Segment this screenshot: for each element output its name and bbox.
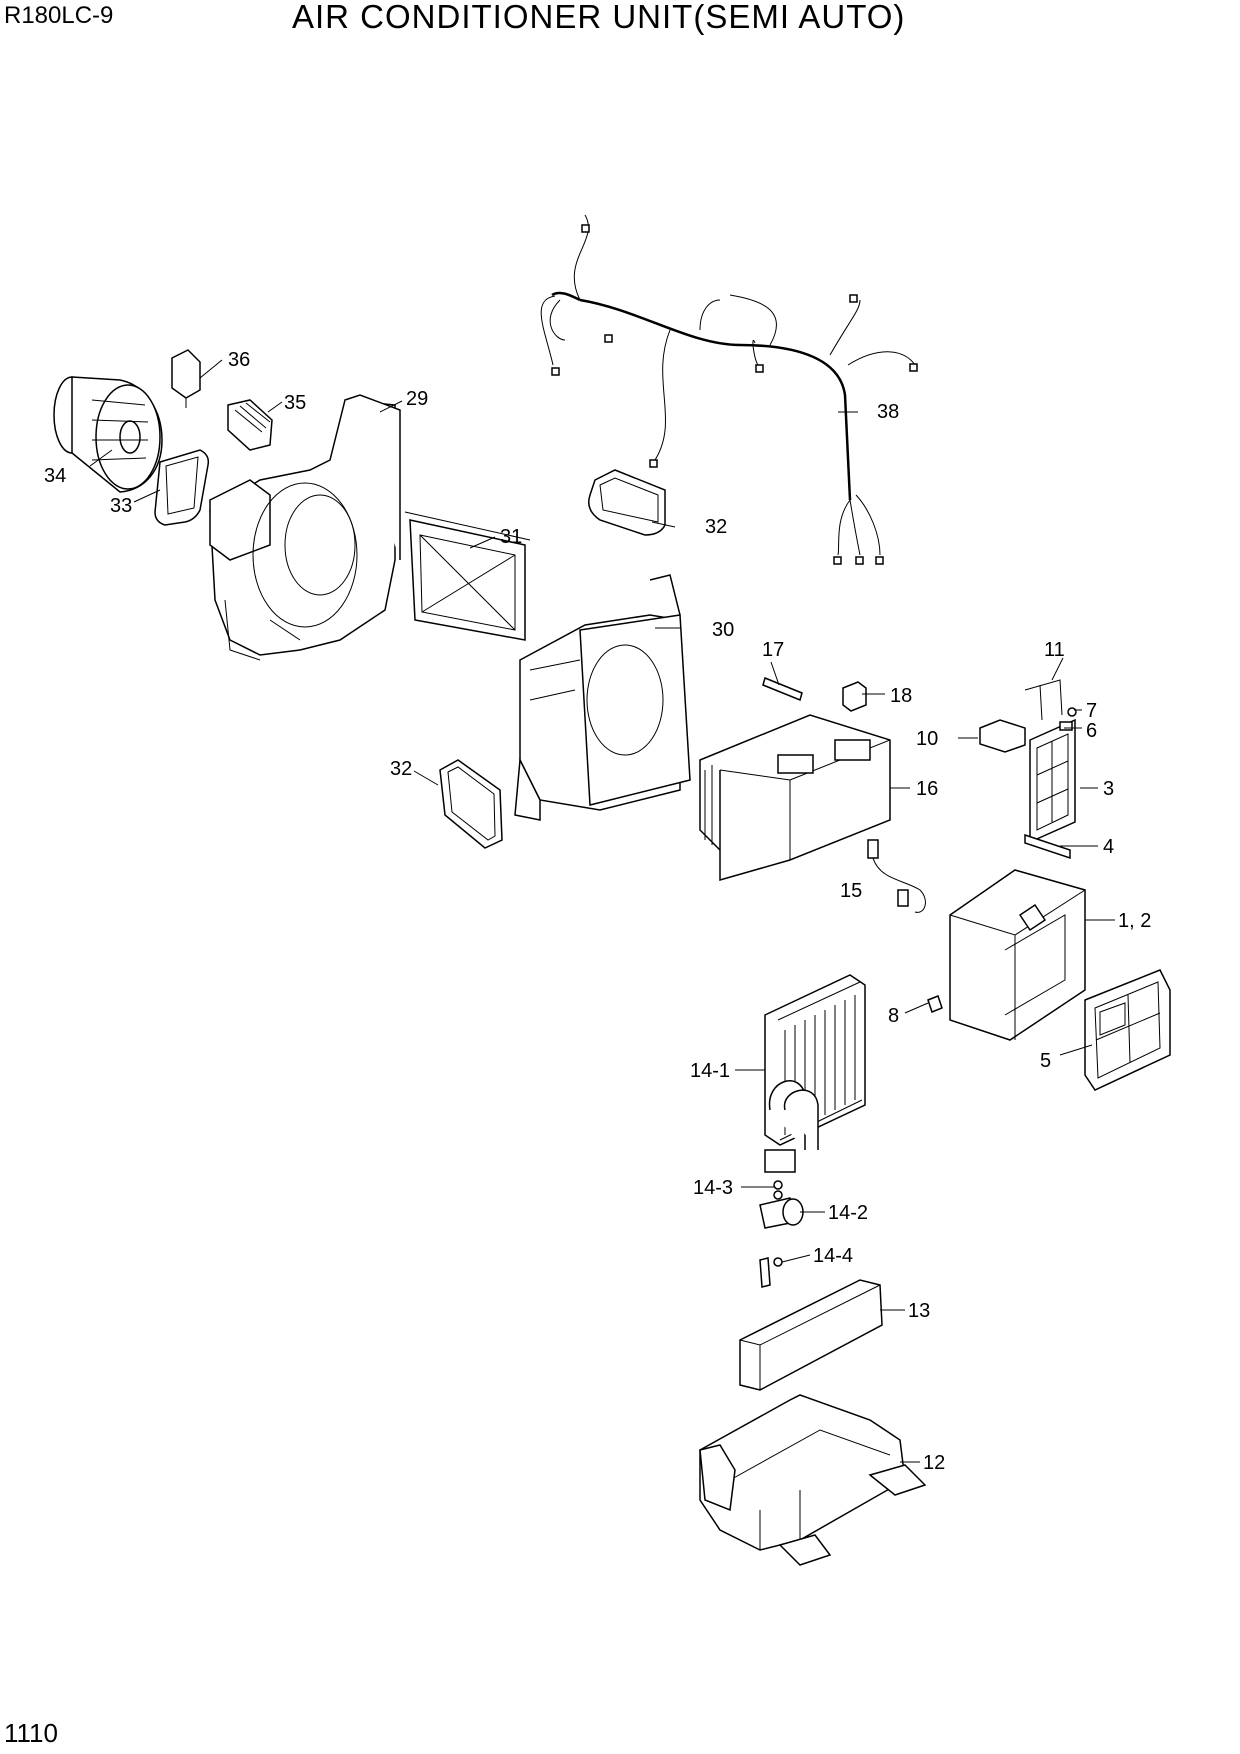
callout-4: 4 [1103, 836, 1114, 858]
evaporator-part [764, 974, 866, 1173]
lower-case-part [699, 1394, 927, 1566]
callout-15: 15 [840, 880, 862, 902]
heater-case-part [699, 714, 891, 881]
callout-14-1: 14-1 [690, 1060, 730, 1082]
clip-part [927, 995, 943, 1013]
page-title: AIR CONDITIONER UNIT(SEMI AUTO) [292, 0, 906, 35]
callout-7: 7 [1086, 700, 1097, 722]
bracket-part [1024, 833, 1071, 860]
blower-case-part [209, 394, 401, 661]
case-part [514, 574, 691, 821]
callout-38: 38 [877, 401, 899, 423]
wire-harness-part [540, 214, 918, 565]
callout-14-2: 14-2 [828, 1202, 868, 1224]
callout-32-lower: 32 [390, 758, 412, 780]
callout-6: 6 [1086, 720, 1097, 742]
callout-1-2: 1, 2 [1118, 910, 1151, 932]
callout-31: 31 [500, 526, 522, 548]
drain-liner-part [739, 1279, 883, 1391]
callout-32-upper: 32 [705, 516, 727, 538]
callout-30: 30 [712, 619, 734, 641]
model-number: R180LC-9 [4, 2, 114, 29]
callout-36: 36 [228, 349, 250, 371]
housing-part [949, 869, 1086, 1041]
callout-29: 29 [406, 388, 428, 410]
callout-3: 3 [1103, 778, 1114, 800]
actuator-part [171, 349, 201, 408]
thermistor-part [867, 839, 926, 913]
callout-34: 34 [44, 465, 66, 487]
callout-10: 10 [916, 728, 938, 750]
filter-frame-part [404, 511, 531, 641]
resistor-part [227, 399, 273, 451]
leader-lines [89, 359, 1115, 1463]
callout-35: 35 [284, 392, 306, 414]
relay-part [842, 681, 867, 712]
callout-14-3: 14-3 [693, 1177, 733, 1199]
mode-actuator-part [979, 679, 1077, 753]
gasket-part [154, 449, 210, 526]
callout-5: 5 [1040, 1050, 1051, 1072]
callout-11: 11 [1044, 639, 1065, 661]
callout-18: 18 [890, 685, 912, 707]
expansion-valve-part [759, 1180, 804, 1288]
page-number: 1110 [4, 1718, 58, 1748]
filter-cover-part [1084, 969, 1171, 1091]
filter-part [1029, 718, 1076, 844]
lower-gasket-part [439, 759, 503, 849]
callout-16: 16 [916, 778, 938, 800]
callout-12: 12 [923, 1452, 945, 1474]
callout-13: 13 [908, 1300, 930, 1322]
blower-motor-part [53, 376, 163, 493]
callout-14-4: 14-4 [813, 1245, 853, 1267]
callout-17: 17 [762, 639, 784, 661]
callout-33: 33 [110, 495, 132, 517]
callout-8: 8 [888, 1005, 899, 1027]
upper-gasket-part [588, 469, 666, 536]
sensor-part [762, 676, 803, 702]
